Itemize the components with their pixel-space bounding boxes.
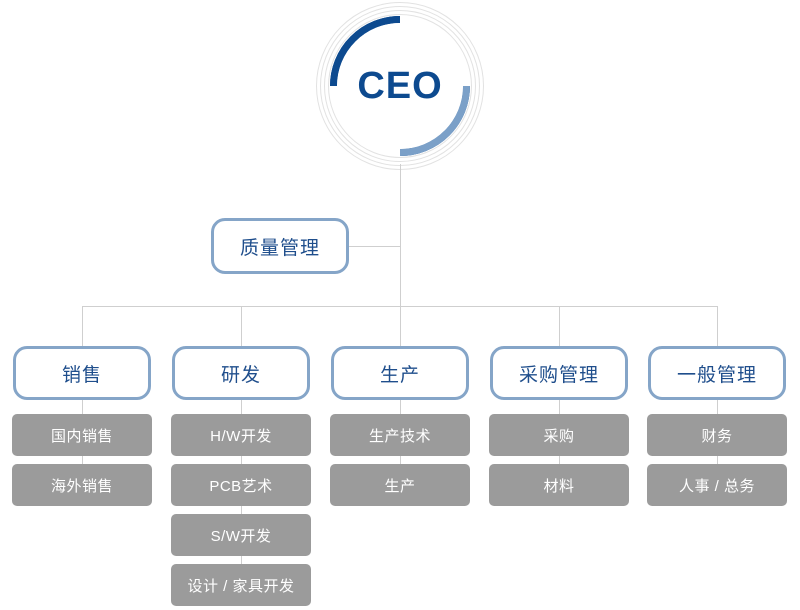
node-design-furniture-development-label: 设计 / 家具开发 <box>187 577 295 595</box>
node-quality-management[interactable]: 质量管理 <box>211 218 349 274</box>
node-hw-development-label: H/W开发 <box>210 427 272 445</box>
node-purchasing-label: 采购 <box>543 427 575 445</box>
connector-drop-production <box>400 306 401 348</box>
node-production-technology-label: 生产技术 <box>368 427 431 445</box>
ceo-halo-ring-inner <box>328 14 472 158</box>
node-pcb-art-label: PCB艺术 <box>209 477 273 495</box>
node-hr-general-affairs[interactable]: 人事 / 总务 <box>647 464 787 506</box>
node-production-technology[interactable]: 生产技术 <box>330 414 470 456</box>
connector-production-sub-0 <box>400 400 401 414</box>
node-procurement-management[interactable]: 采购管理 <box>490 346 628 400</box>
node-production-sub-label: 生产 <box>384 477 416 495</box>
connector-drop-sales <box>82 306 83 348</box>
ceo-inner-disc: CEO <box>337 23 463 149</box>
node-design-furniture-development[interactable]: 设计 / 家具开发 <box>171 564 311 606</box>
connector-ceo-trunk <box>400 164 401 306</box>
node-sales-label: 销售 <box>61 364 102 386</box>
ceo-label: CEO <box>357 65 443 107</box>
connector-rnd-sub-3 <box>241 556 242 566</box>
node-rnd[interactable]: 研发 <box>172 346 310 400</box>
connector-drop-procurement <box>559 306 560 348</box>
connector-drop-rnd <box>241 306 242 348</box>
connector-drop-general <box>717 306 718 348</box>
node-domestic-sales[interactable]: 国内销售 <box>12 414 152 456</box>
connector-production-sub-1 <box>400 456 401 466</box>
node-general-management-label: 一般管理 <box>676 364 757 386</box>
node-general-management[interactable]: 一般管理 <box>648 346 786 400</box>
node-rnd-label: 研发 <box>220 364 261 386</box>
node-domestic-sales-label: 国内销售 <box>50 427 113 445</box>
node-pcb-art[interactable]: PCB艺术 <box>171 464 311 506</box>
node-overseas-sales[interactable]: 海外销售 <box>12 464 152 506</box>
node-quality-management-label: 质量管理 <box>239 237 320 259</box>
node-purchasing[interactable]: 采购 <box>489 414 629 456</box>
node-sw-development-label: S/W开发 <box>210 527 272 545</box>
node-materials[interactable]: 材料 <box>489 464 629 506</box>
connector-sales-sub-1 <box>82 456 83 466</box>
node-production-label: 生产 <box>379 364 420 386</box>
connector-general-sub-0 <box>717 400 718 414</box>
node-hw-development[interactable]: H/W开发 <box>171 414 311 456</box>
node-sw-development[interactable]: S/W开发 <box>171 514 311 556</box>
connector-procurement-sub-0 <box>559 400 560 414</box>
node-production-sub[interactable]: 生产 <box>330 464 470 506</box>
node-materials-label: 材料 <box>543 477 575 495</box>
connector-general-sub-1 <box>717 456 718 466</box>
connector-rnd-sub-2 <box>241 506 242 516</box>
node-finance[interactable]: 财务 <box>647 414 787 456</box>
connector-rnd-sub-0 <box>241 400 242 414</box>
connector-rnd-sub-1 <box>241 456 242 466</box>
ceo-node[interactable]: CEO <box>316 2 484 170</box>
node-production[interactable]: 生产 <box>331 346 469 400</box>
connector-staff-branch <box>348 246 400 247</box>
node-hr-general-affairs-label: 人事 / 总务 <box>678 477 755 495</box>
node-finance-label: 财务 <box>701 427 733 445</box>
ceo-halo-ring-3 <box>324 10 476 162</box>
connector-procurement-sub-1 <box>559 456 560 466</box>
connector-sales-sub-0 <box>82 400 83 414</box>
node-sales[interactable]: 销售 <box>13 346 151 400</box>
node-overseas-sales-label: 海外销售 <box>50 477 113 495</box>
node-procurement-management-label: 采购管理 <box>518 364 599 386</box>
